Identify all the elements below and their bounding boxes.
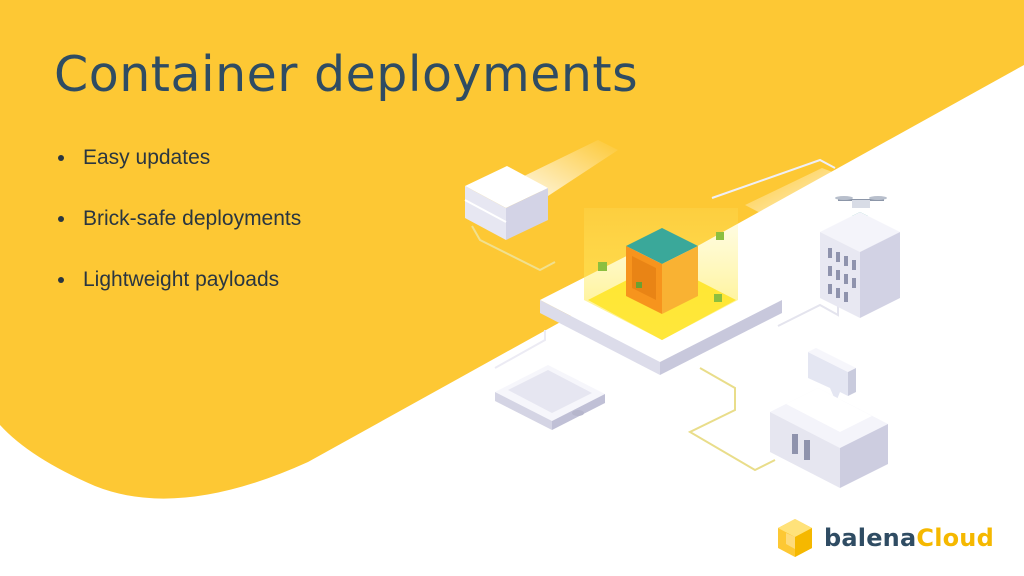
tablet-icon (495, 365, 605, 430)
deployment-illustration (464, 140, 900, 488)
small-cube-icon (598, 232, 724, 302)
server-box-icon (464, 166, 548, 240)
office-building-icon (820, 212, 900, 318)
bullet-dot-icon (58, 216, 64, 222)
balena-cloud-logo: balenaCloud (776, 516, 994, 560)
brand-name-part1: balena (824, 524, 917, 552)
bullet-text: Easy updates (83, 146, 211, 169)
brand-name: balenaCloud (824, 524, 994, 552)
container-cube-icon (626, 228, 698, 314)
connection-lines (471, 158, 839, 472)
bullet-text: Brick-safe deployments (83, 207, 302, 230)
bullet-list: Easy updates Brick-safe deployments Ligh… (56, 146, 301, 329)
brand-name-part2: Cloud (916, 524, 994, 552)
small-building-icon (770, 388, 888, 488)
bullet-item: Easy updates (56, 146, 301, 207)
chat-bubble-icon (808, 348, 856, 402)
light-beam (520, 140, 618, 196)
bullet-dot-icon (58, 277, 64, 283)
light-beam (745, 168, 840, 218)
bullet-text: Lightweight payloads (83, 268, 280, 291)
slide-title: Container deployments (54, 46, 639, 103)
bullet-dot-icon (58, 155, 64, 161)
balena-cube-logo-icon (778, 519, 812, 557)
bullet-item: Lightweight payloads (56, 268, 301, 329)
bullet-item: Brick-safe deployments (56, 207, 301, 268)
